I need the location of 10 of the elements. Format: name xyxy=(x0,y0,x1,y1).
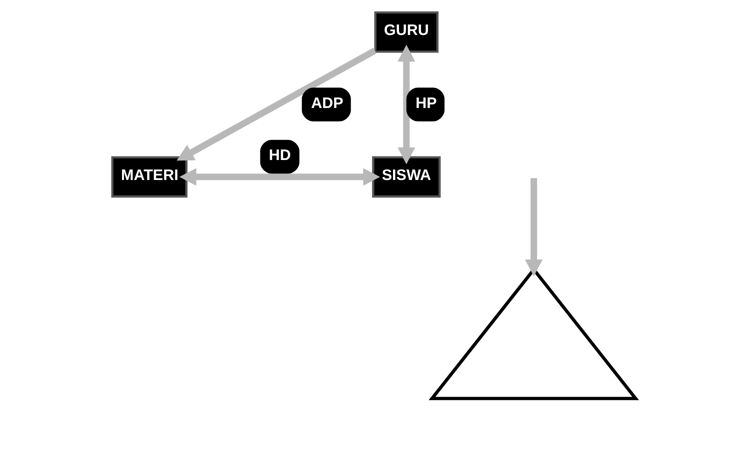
node-box: SISWA xyxy=(372,156,441,198)
arrow xyxy=(398,44,416,164)
node-box: MATERI xyxy=(111,156,188,198)
edge-label: HD xyxy=(268,147,291,164)
node-box: GURU xyxy=(374,11,439,53)
arrow xyxy=(179,168,380,186)
edge-label: ADP xyxy=(311,94,344,112)
edge-label: HP xyxy=(416,94,437,112)
arrow xyxy=(176,48,376,161)
arrow xyxy=(524,178,543,276)
